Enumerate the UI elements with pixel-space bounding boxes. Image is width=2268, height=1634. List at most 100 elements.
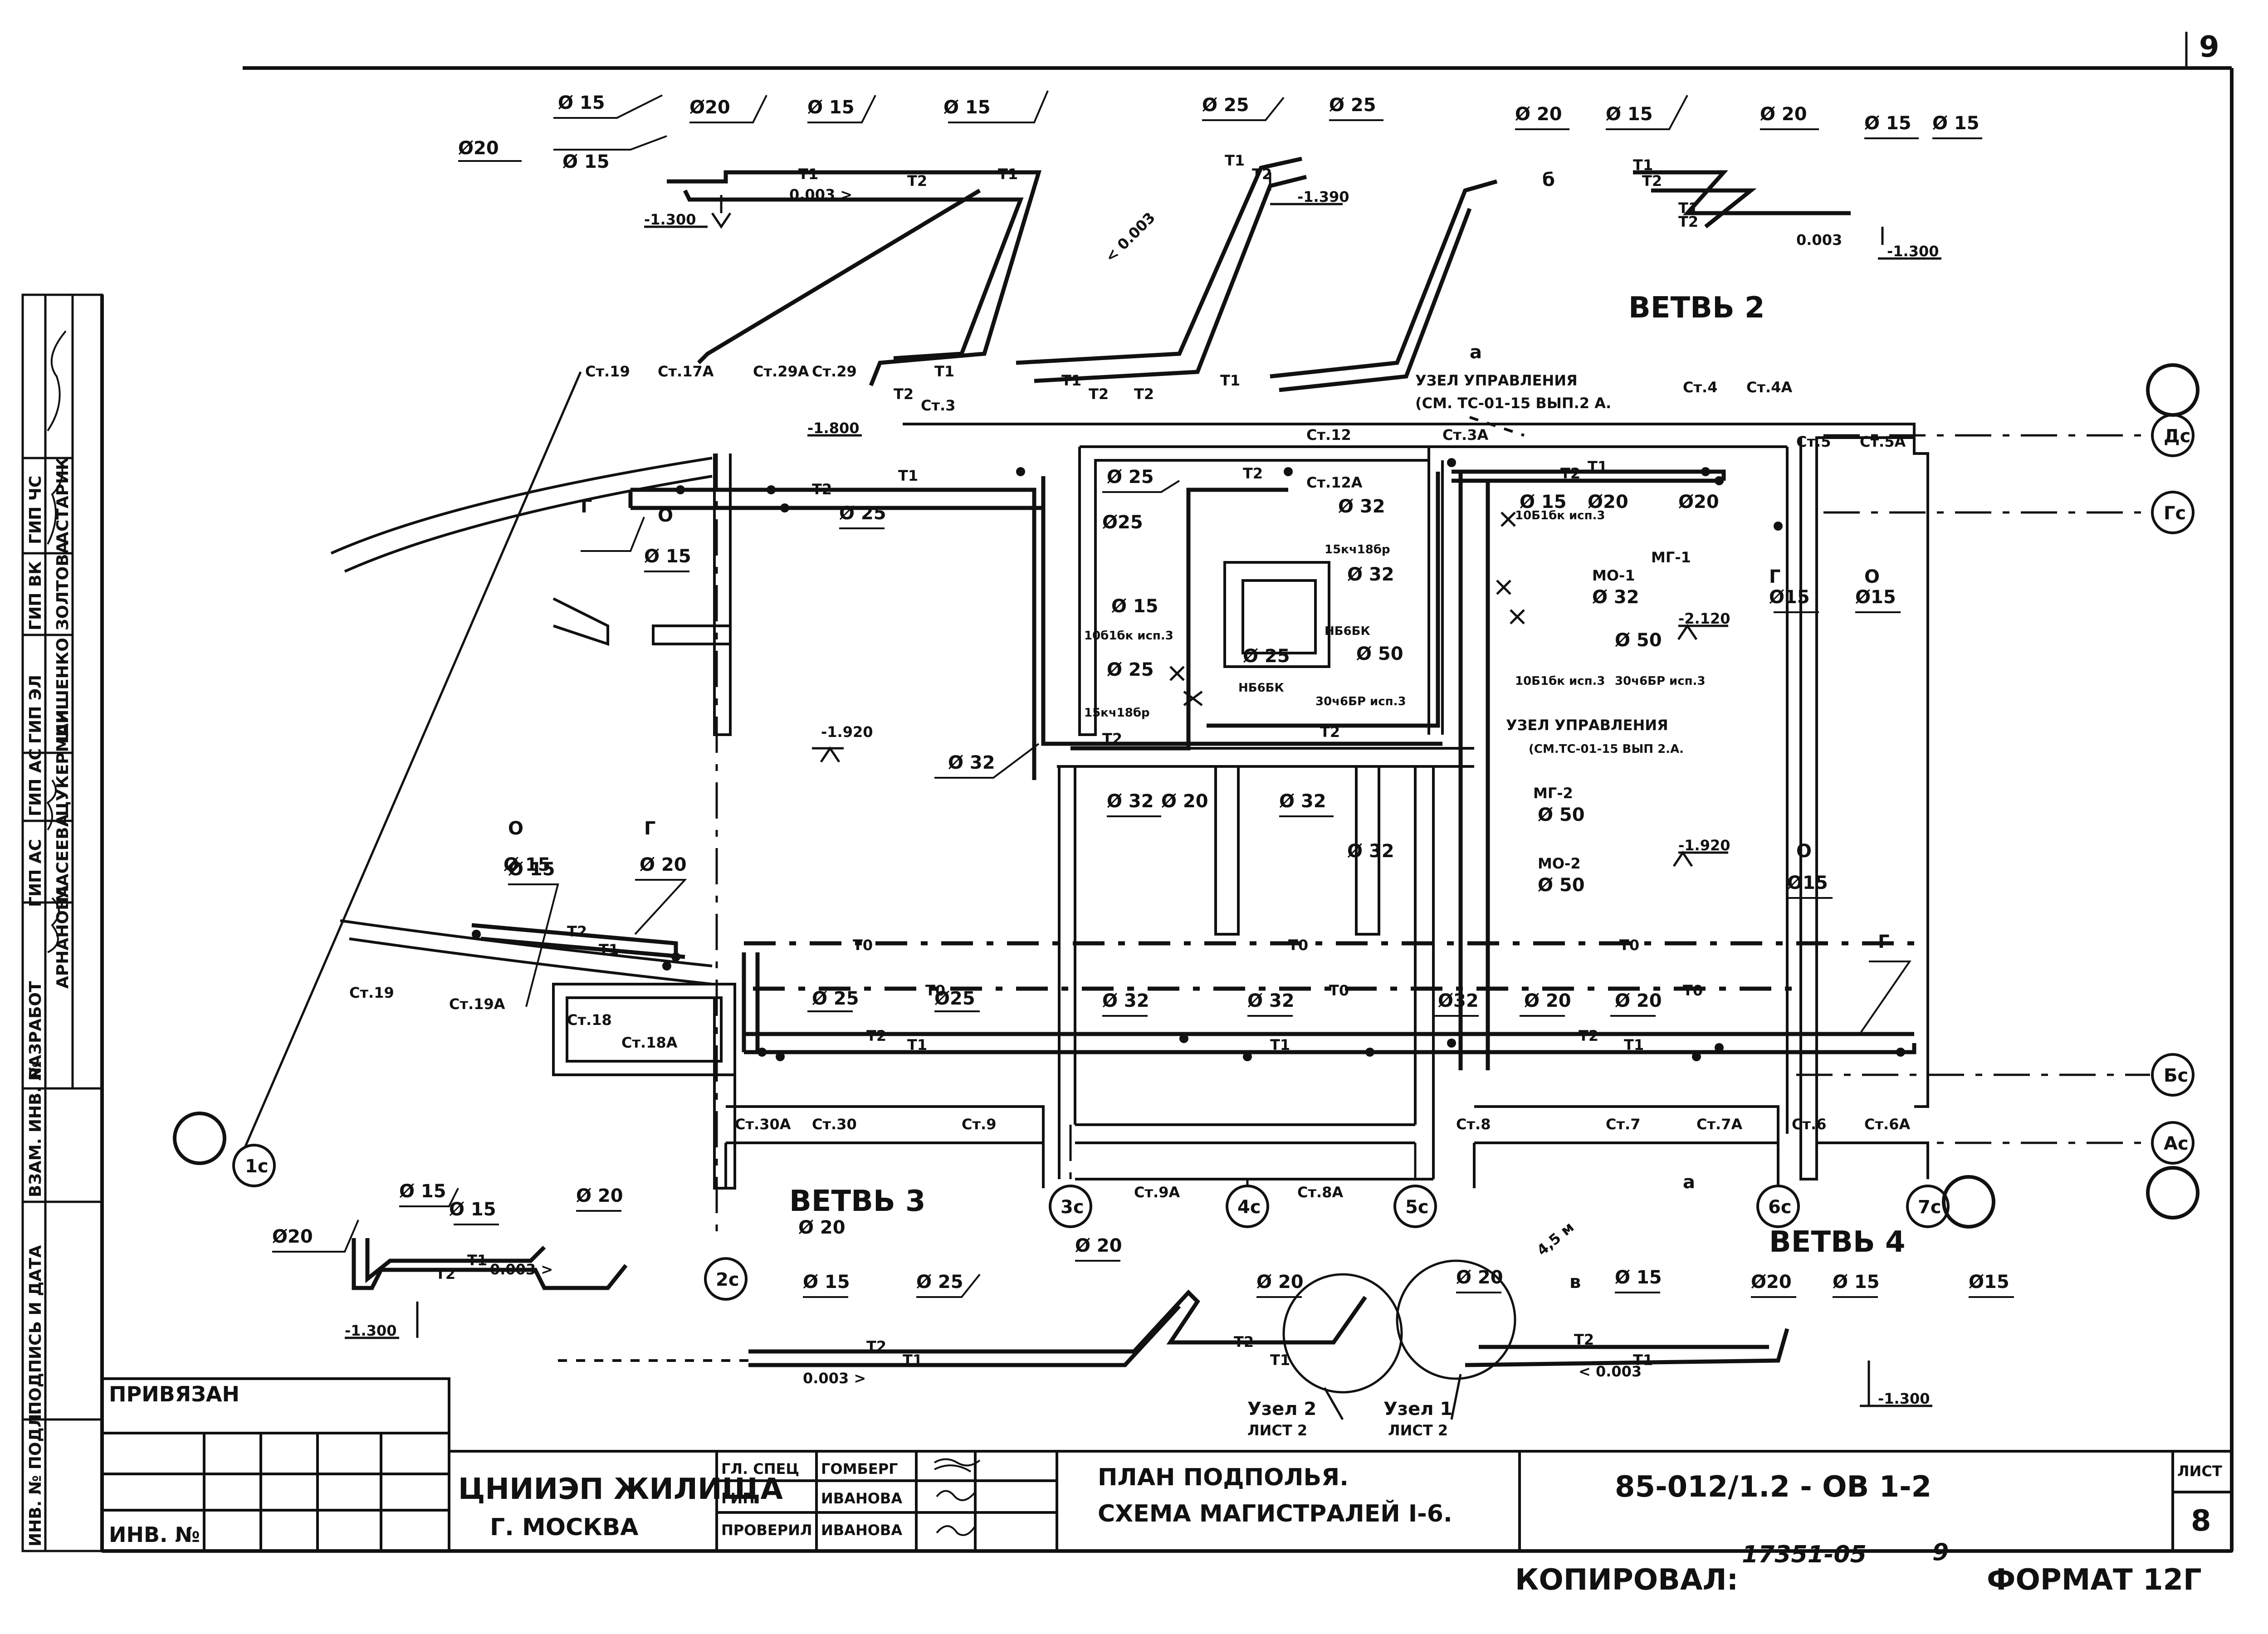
level-mark-symbols [345,172,1941,1407]
pipe-mark: Т0 [1288,937,1308,954]
pipe-mark: Т2 [567,923,587,940]
page-mark: 9 [2199,30,2219,64]
axis-bubble-ac [2151,1121,2195,1165]
pipe-mark: Т2 [1574,1331,1594,1348]
slope-mark: 0.003 > [490,1261,553,1278]
role-label: ГЛ. СПЕЦ [721,1460,799,1478]
axis-bubbles [232,414,2195,1301]
axis-bubble-4c [1226,1185,1269,1228]
diameter-label: Ø 15 [1615,1267,1662,1288]
axis-label: 7с [1918,1197,1941,1218]
pipe-mark: Т1 [1588,458,1608,475]
sheet-label: ЛИСТ [2177,1463,2222,1480]
axis-bubble-3c [1049,1185,1092,1228]
axis-label: 5с [1405,1197,1429,1218]
riser-label: Ст.18А [621,1034,678,1051]
valve-note: 10б1бк исп.3 [1084,629,1173,643]
axis-label: 3с [1061,1197,1084,1218]
diameter-label: Ø 50 [1356,644,1403,664]
diameter-label: Ø 15 [1932,113,1980,134]
pipe-mark: Т2 [812,481,832,498]
valve-note: 10Б1бк исп.3 [1515,509,1605,522]
level-mark: -1.300 [1878,1390,1930,1407]
stamp-role: ГИП АС [26,839,45,907]
diameter-label: Ø 50 [1538,875,1585,896]
diameter-label: Ø 50 [1538,805,1585,825]
diameter-label: Ø 15 [558,93,605,113]
stamp-name: ШИШЕНКО [54,638,72,744]
diameter-label: Ø 15 [562,151,610,172]
valve-notes: 15кч18бр 10б1бк исп.3 15кч18бр НБ6БК НБ6… [1084,509,1706,720]
pipe-mark: Т2 [1560,465,1580,482]
equipment-label: МО-1 [1592,567,1635,584]
diameter-label: Ø 15 [1606,104,1653,125]
riser-nodes [472,458,1905,1061]
circuit-mark: О [658,505,673,526]
dashed-connectors [558,416,1525,1362]
diameter-label: Ø 15 [644,546,691,567]
circuit-mark: а [1683,1172,1695,1193]
stamp-name: МАСЕЕВА [54,814,72,902]
diameter-label: Ø20 [1678,492,1719,512]
role-label: ГИП [721,1490,755,1507]
org-name: ЦНИИЭП ЖИЛИЩА [458,1473,783,1506]
control-unit-notes: УЗЕЛ УПРАВЛЕНИЯ (СМ. ТС-01-15 ВЫП.2 А. У… [1415,372,1684,756]
slope-mark: 0.003 [1796,231,1842,249]
diameter-label: Ø20 [272,1226,313,1247]
axis-label: Дс [2164,426,2190,447]
diameter-label: Ø 32 [1279,791,1326,812]
diameter-label: Ø 15 [399,1181,446,1202]
valve-note: НБ6БК [1325,624,1370,638]
diameter-label: Ø 20 [1615,990,1662,1011]
riser-label: Ст.29А [753,363,809,380]
diameter-label: Ø 50 [1615,630,1662,651]
circuit-mark: Г [1769,566,1781,587]
riser-label: Ст.5А [1860,433,1906,450]
control-unit-mid-line1: УЗЕЛ УПРАВЛЕНИЯ [1506,717,1668,734]
diameter-label: Ø 20 [1456,1267,1503,1288]
valve-symbols [1169,512,1525,706]
diameter-label: Ø15 [1769,587,1810,608]
diameter-label: Ø 15 [508,859,555,880]
pipe-mark: Т2 [1234,1333,1254,1351]
copy-number-suffix: 9 [1932,1539,1949,1566]
level-mark: -1.300 [1887,243,1939,260]
diameter-label: Ø 15 [1833,1272,1880,1293]
pipe-mark: Т2 [907,172,927,190]
axis-bubble-5c [1393,1185,1437,1228]
pipe-mark: Т0 [1683,982,1703,999]
copy-number: 17351-05 [1742,1541,1867,1568]
pipe-mark: Т1 [1678,200,1698,217]
axis-bubble-bc [2151,1053,2195,1097]
axis-bubble-labels: Дс Гс Бс Ас 1с 2с 3с 4с 5с 6с 7с [245,426,2190,1290]
diameter-label: Ø 32 [1592,587,1639,608]
inv-no-label: ИНВ. № [109,1522,200,1547]
stamp-name: ЗОЛТОВА [54,541,72,630]
node-callout-text: Узел 2 ЛИСТ 2 Узел 1 ЛИСТ 2 [1247,1399,1452,1439]
pipe-mark: Т2 [1642,172,1662,190]
riser-label: Ст.6 [1792,1116,1826,1133]
slope-mark: 0.003 > [789,186,852,203]
axis-lines [715,434,2150,1243]
diameter-label: Ø 15 [807,97,855,118]
sheet-number: 8 [2191,1504,2211,1538]
circuit-mark: б [1542,170,1555,190]
axis-bubble-2c [704,1257,748,1301]
pipe-mark: Т1 [903,1351,923,1369]
pipe-mark: Т2 [894,385,914,403]
level-marks: -1.300 -1.390 -1.300 -1.800 -1.920 -2.12… [345,188,1939,1407]
branch-3-title: ВЕТВЬ 3 [789,1185,926,1218]
format-label: ФОРМАТ 12Г [1987,1563,2202,1597]
slope-mark: < 0.003 [1579,1363,1642,1380]
level-mark: -1.920 [1678,837,1730,854]
equipment-labels: МГ-1 МО-1 МГ-2 МО-2 [1533,549,1691,872]
axis-bubble-1c [232,1144,276,1187]
pipe-mark: Т2 [435,1265,455,1283]
diameter-label: Ø15 [1855,587,1896,608]
diameter-label: Ø 32 [1347,841,1394,862]
control-unit-top-line2: (СМ. ТС-01-15 ВЫП.2 А. [1415,395,1611,412]
diameter-label: Ø15 [1787,873,1828,893]
pipe-mark: Т2 [1134,385,1154,403]
circuit-mark: О [1864,566,1880,587]
pipe-mark: Т0 [1329,982,1349,999]
